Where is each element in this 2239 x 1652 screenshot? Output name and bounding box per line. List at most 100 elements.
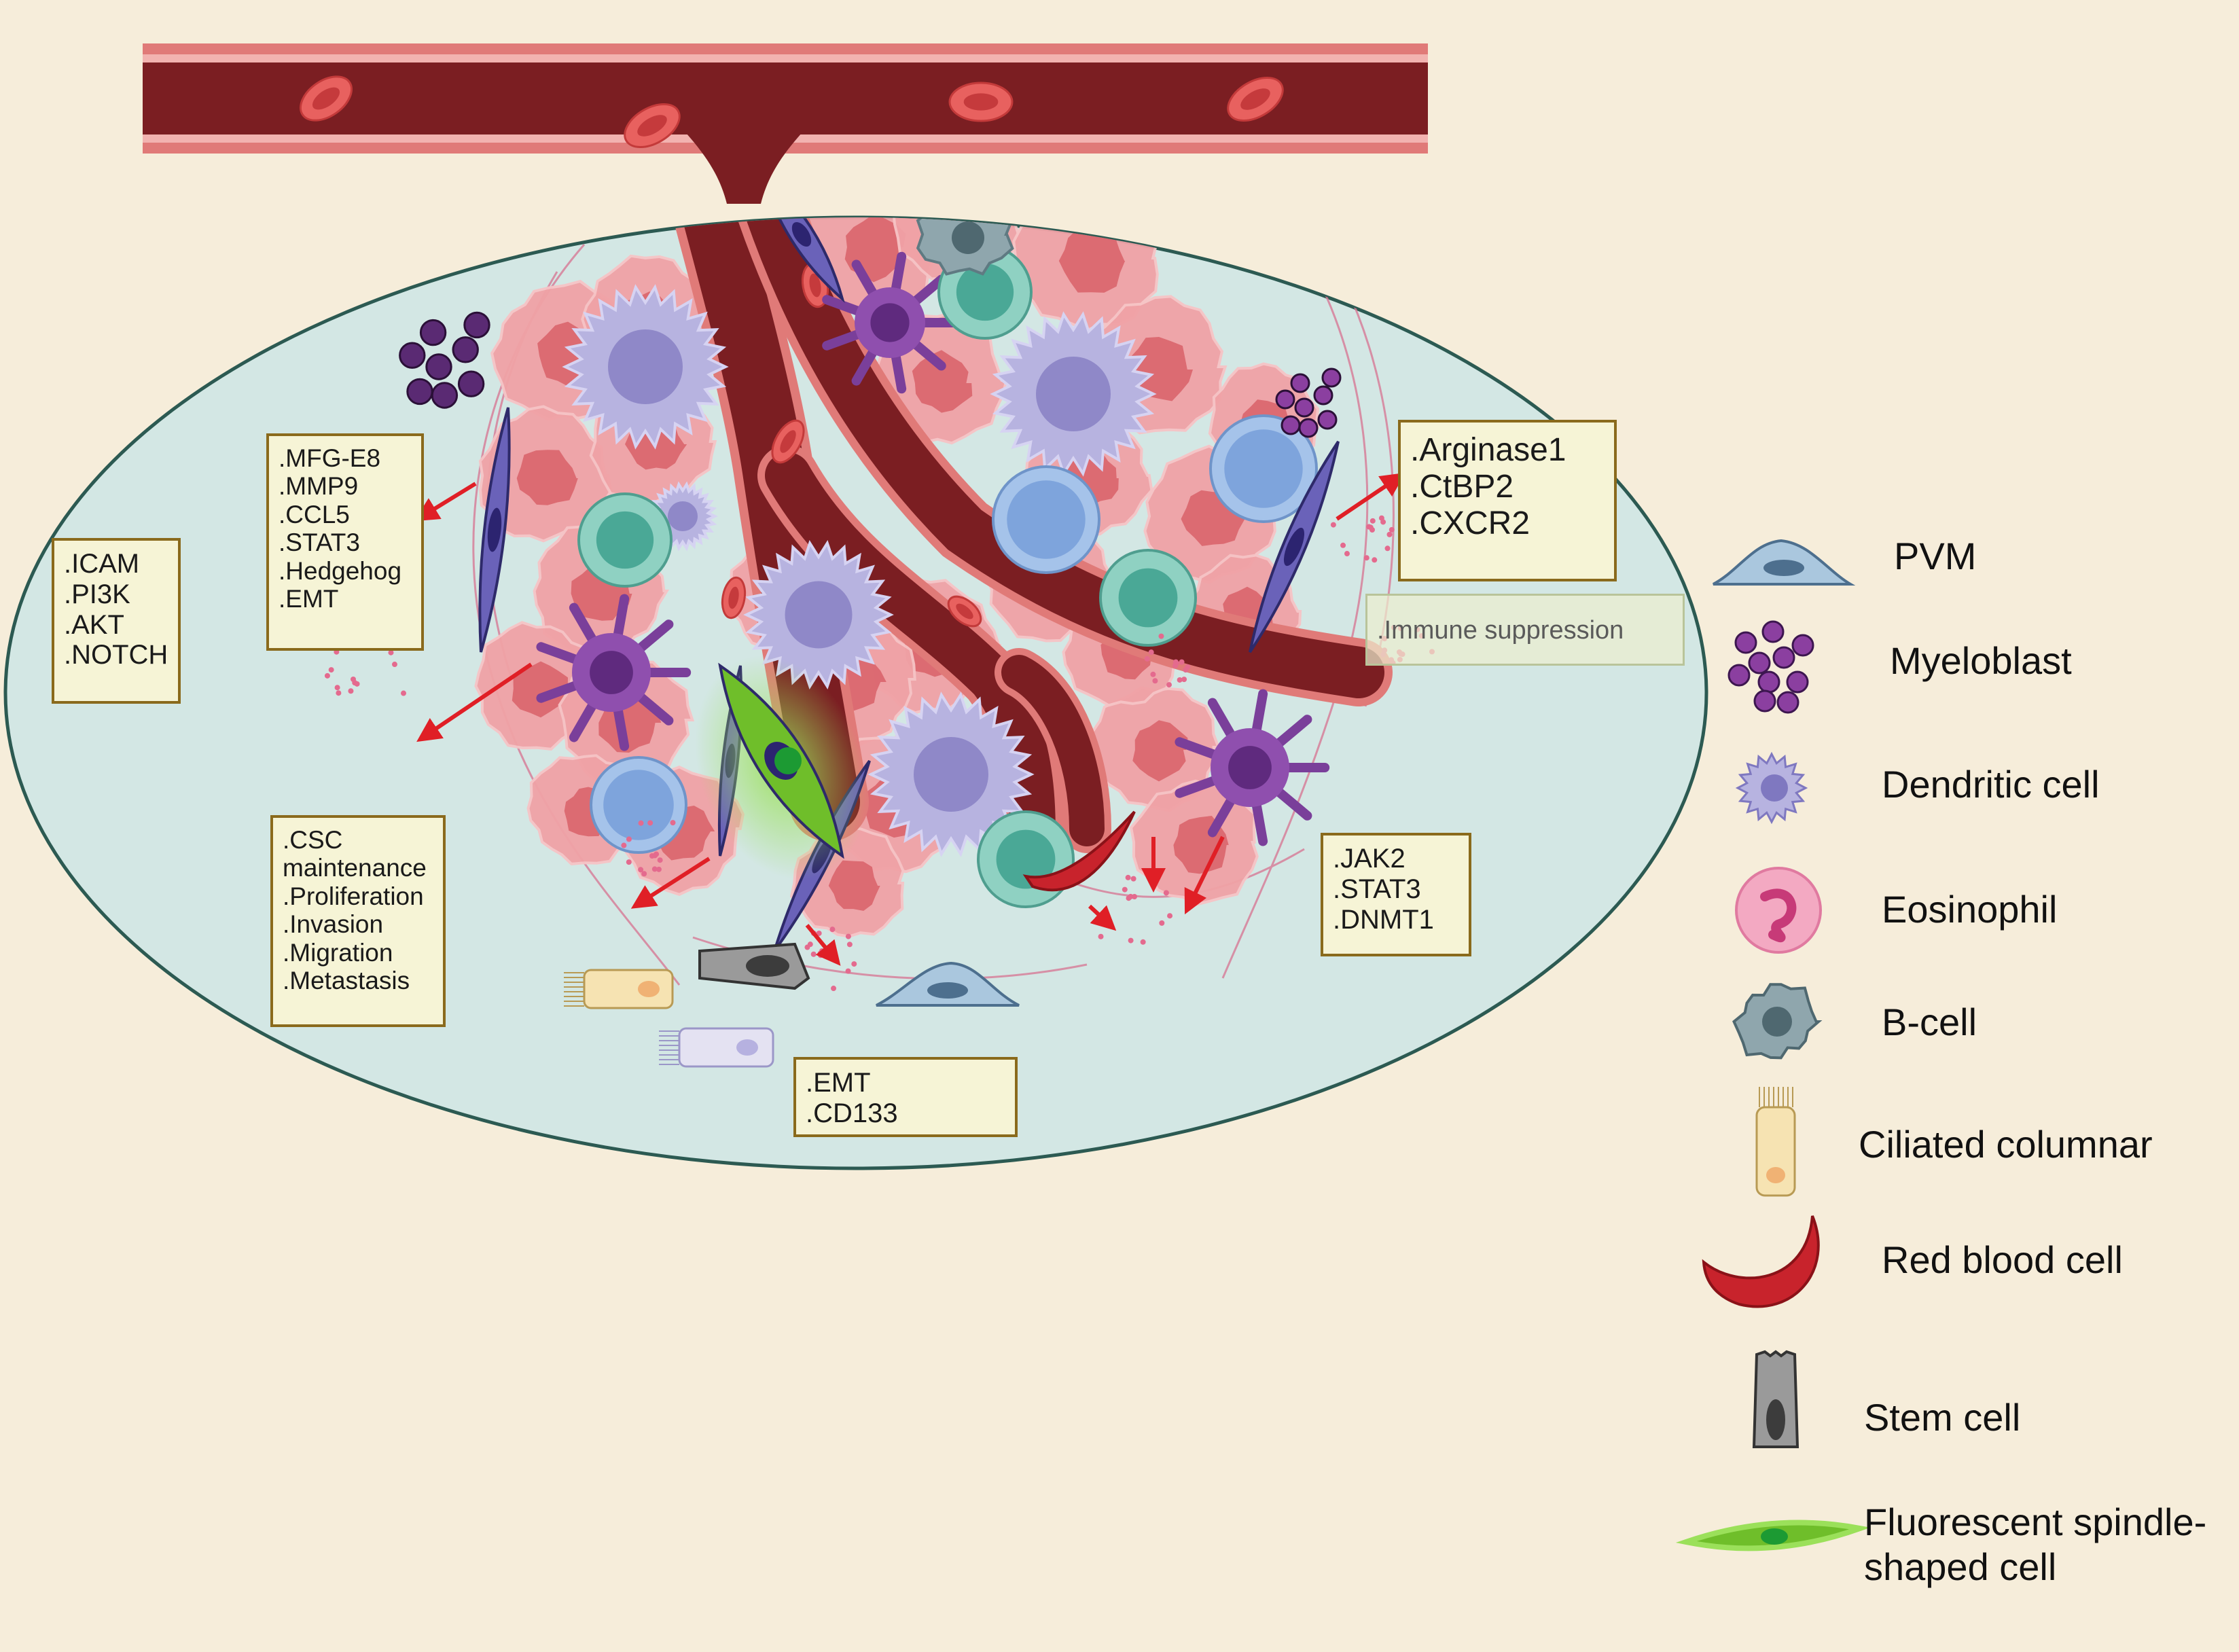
vesicle [336,690,342,696]
myeloblast-cluster [1275,367,1342,438]
vesicle [1179,659,1185,665]
box-jak-line: .DNMT1 [1333,904,1434,935]
vesicle [1125,874,1131,880]
vesicle [388,649,394,656]
vesicle [829,927,836,933]
red-blood-cell [947,595,982,628]
dendritic-cell [743,539,894,690]
legend-label-line: shaped cell [1864,1545,2057,1589]
b-cell-cluster [916,217,1014,276]
box-csc-line: .Invasion [283,910,384,939]
box-icam-line: .NOTCH [64,640,168,670]
pvm-icon [1713,539,1856,586]
red-blood-cell-icon [1702,1215,1820,1308]
box-immune-suppression: .Immune suppression [1365,594,1685,666]
vesicle [348,688,354,694]
vesicle [334,685,340,691]
vessel-red-blood-cells [721,262,982,628]
pvm-cell [876,961,1020,1007]
vessel-top-red-blood-cells [300,75,1284,148]
box-mfg-line: .EMT [279,585,339,613]
legend-label-dendritic-cell: Dendritic cell [1882,763,2100,806]
box-mfg-line: .MFG-E8 [279,444,381,472]
vesicle [670,820,676,826]
eosinophil-cell [478,405,613,543]
vesicle [647,820,653,826]
vesicle [851,961,857,967]
ciliated-columnar-cell [564,969,674,1009]
dendritic-cell [562,284,729,450]
box-icam: .ICAM .PI3K .AKT .NOTCH [52,538,181,704]
vesicle [324,672,330,679]
box-csc-line: .Migration [283,938,393,967]
red-blood-cell [721,576,747,620]
legend-label-myeloblast: Myeloblast [1890,639,2072,682]
vesicle [816,930,822,936]
stem-cell-icon [1752,1350,1799,1448]
box-icam-line: .AKT [64,609,124,640]
vesicle [657,857,663,863]
myeloid-cell [1175,689,1330,846]
secretion-arrows [414,472,1405,966]
dendritic-cell-icon [1735,751,1808,825]
legend-label-stem-cell: Stem cell [1864,1396,2021,1439]
legend-label-red-blood-cell: Red blood cell [1882,1238,2123,1281]
ciliated-columnar-cell [659,1027,774,1068]
vesicle [352,680,358,686]
vesicle [638,820,644,826]
myeloblast-icon [1727,620,1814,714]
vesicle [1158,633,1164,639]
vesicle [817,950,823,956]
vesicle [1389,526,1395,533]
vesicle [845,933,851,939]
vesicle [1330,522,1336,528]
vesicle [401,690,407,696]
vesicle [1159,920,1165,926]
red-blood-cell [624,103,681,148]
arrow [805,924,841,966]
vesicle [651,866,658,872]
box-mfg-line: .STAT3 [279,528,360,557]
arrow [1088,904,1117,931]
blood-vessel [143,43,1428,204]
vesicle [1128,937,1134,944]
box-jak: .JAK2 .STAT3 .DNMT1 [1321,833,1471,956]
legend-label-eosinophil: Eosinophil [1882,888,2058,931]
box-arginase-line: .CtBP2 [1410,468,1514,505]
vesicle [1344,551,1350,557]
box-csc-line: maintenance [283,854,427,882]
vesicle [1177,677,1183,683]
arrow [630,857,711,909]
b-cell [1099,549,1197,647]
box-mfg-line: .Hedgehog [279,556,402,585]
vesicle [1369,518,1376,524]
vesicle [1181,677,1187,683]
vesicle [1152,678,1158,684]
arrow [1184,836,1225,915]
myeloid-cell [822,251,962,394]
vesicle [328,667,334,673]
vesicle [391,662,397,668]
vesicle [807,941,813,948]
b-cell [977,810,1075,908]
vesicle [656,866,662,872]
red-blood-cell [1227,77,1284,122]
dendritic-cell [990,311,1157,477]
box-csc: .CSC maintenance .Proliferation .Invasio… [270,815,446,1027]
legend-label-line: Fluorescent spindle- [1864,1501,2207,1543]
immune-suppression-text: .Immune suppression [1377,616,1624,645]
box-arginase: .Arginase1 .CtBP2 .CXCR2 [1398,420,1617,581]
vesicle [845,968,851,974]
vesicle [641,871,647,877]
vesicle [1380,519,1386,525]
vesicle [1163,890,1169,896]
vesicle [1132,894,1137,899]
vesicle [846,941,853,948]
box-arginase-line: .CXCR2 [1410,505,1530,541]
vesicle [1150,671,1156,677]
vesicle [1367,524,1374,531]
lymphocyte [590,756,687,854]
tissue-cells [399,217,1342,1068]
red-blood-cell [771,419,805,464]
vesicle [1098,933,1104,939]
